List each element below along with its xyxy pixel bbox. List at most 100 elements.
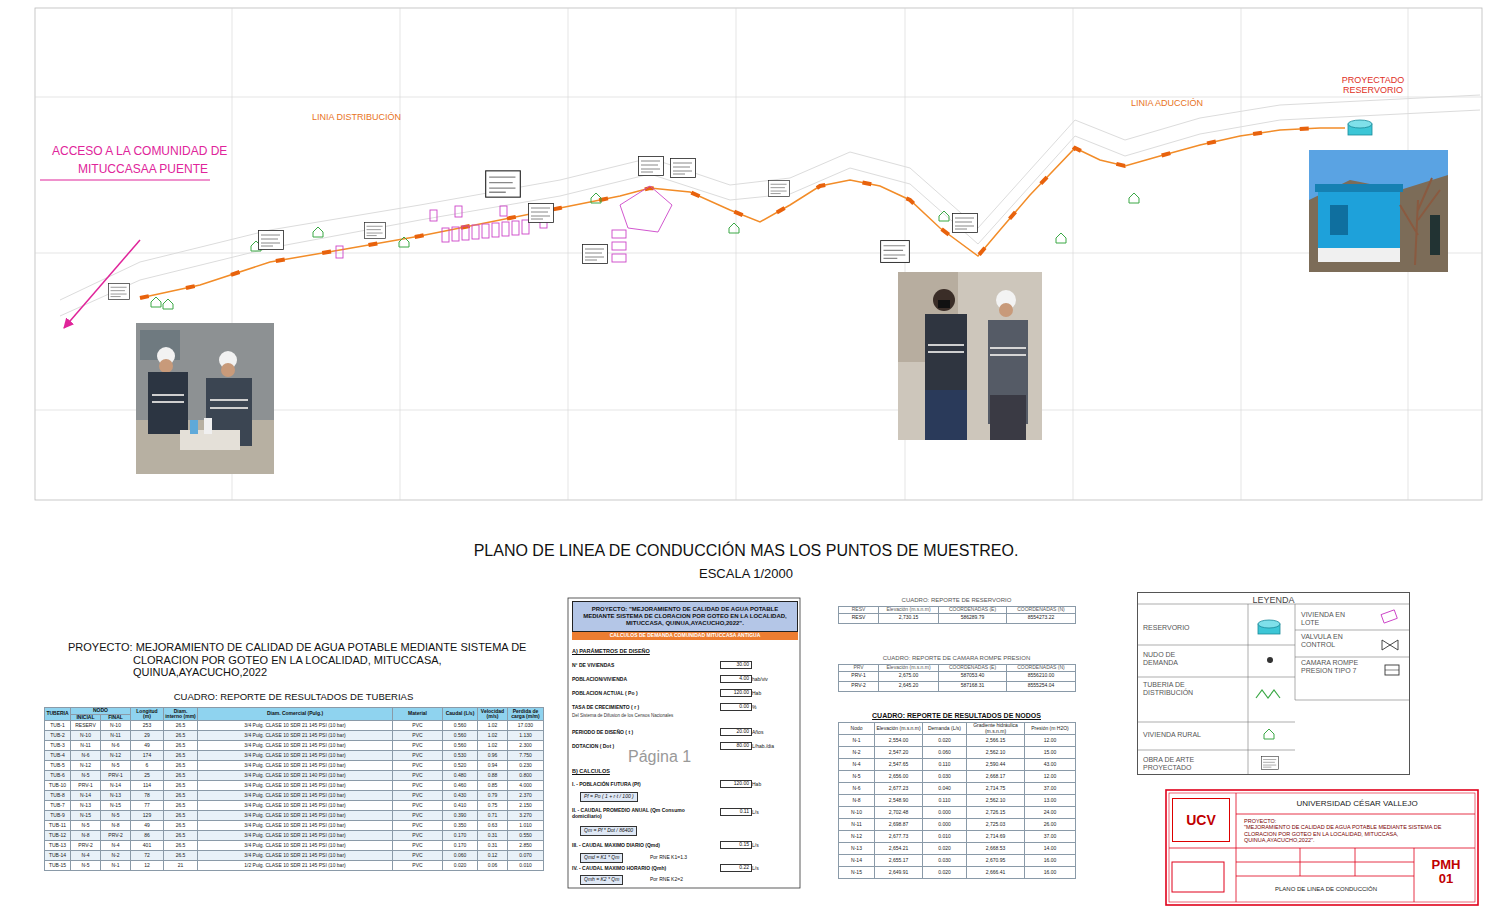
photo-left (148, 372, 188, 434)
calc-sec: A) PARÁMETROS DE DISEÑO (572, 648, 650, 654)
legend-text: OBRA DE ARTE PROYECTADO (1143, 756, 1228, 772)
houses (591, 193, 601, 203)
table-cell: 2,702.48 (875, 807, 923, 819)
header-cell: Gradiente hidráulica (m.s.n.m) (967, 723, 1025, 735)
table-cell: 253 (131, 721, 164, 731)
header-cell: Material (393, 708, 443, 721)
table-row: N-62,677.230.0402,714.7537.00 (839, 783, 1076, 795)
table-cell: 3/4 Pulg. CLASE 10 SDR 21 145 PSI (10 ba… (198, 811, 393, 821)
table-cell: 0.430 (443, 791, 478, 801)
houses (939, 211, 949, 221)
table-cell: 1.02 (478, 741, 508, 751)
node-text: PLANO DE LINEA DE CONDUCCIÓN (1240, 886, 1412, 893)
photo-left (204, 418, 212, 434)
lots (336, 246, 343, 258)
table-cell: N-10 (839, 807, 875, 819)
table-row: PRV-22,645.20587168.318555254.04 (839, 681, 1076, 691)
calc-form: Pf = Po ( 1 + r·t / 100 ) (580, 792, 638, 802)
table-cell: 2,547.65 (875, 759, 923, 771)
photo-left (159, 359, 173, 373)
reservoir-label: PROYECTADO RESERVORIO (1334, 76, 1412, 96)
lots (612, 254, 626, 262)
table-row: N-132,654.210.0202,668.5314.00 (839, 843, 1076, 855)
header-cell: Diam. Comercial (Pulg.) (198, 708, 393, 721)
header-cell: Elevación (m.s.n.m) (875, 723, 923, 735)
table-cell: 0.800 (508, 771, 544, 781)
table-cell: 43.00 (1025, 759, 1076, 771)
table-cell: 3/4 Pulg. CLASE 10 SDR 21 145 PSI (10 ba… (198, 751, 393, 761)
photo-right (1330, 205, 1348, 235)
table-cell: 0.71 (478, 811, 508, 821)
table-row: N-82,548.900.1102,562.1013.00 (839, 795, 1076, 807)
table-cell: 2,590.44 (967, 759, 1025, 771)
table-cell: TUB-14 (45, 851, 71, 861)
table-cell: 0.31 (478, 831, 508, 841)
legend-box: LEYENDARESERVORIONUDO DE DEMANDATUBERIA … (1137, 592, 1410, 775)
calc-form: Qmh = K2 * Qm (580, 875, 623, 885)
project-statement: PROYECTO: MEJORAMIENTO DE CALIDAD DE AGU… (68, 641, 563, 679)
calc-lab: II. - CAUDAL PROMEDIO ANUAL (Qm Consumo … (572, 808, 712, 820)
photo-middle (990, 395, 1026, 440)
table-cell: 26.5 (164, 731, 198, 741)
table-cell: TUB-8 (45, 791, 71, 801)
node-text: PMH 01 (1424, 858, 1468, 887)
table-cell: PVC (393, 841, 443, 851)
photo-right (1309, 150, 1448, 272)
calc-form: Qmd = K1 * Qm (580, 853, 623, 863)
table-cell: 2,649.91 (875, 867, 923, 879)
table-cell: 0.410 (443, 801, 478, 811)
table-cell: 2,730.15 (879, 613, 939, 623)
calc-form: Qm = Pf * Dot / 86400 (580, 826, 637, 836)
photo-left (210, 400, 248, 408)
photo-right (1309, 175, 1448, 272)
table-cell: 3.270 (508, 811, 544, 821)
calc-val: 120.00 (720, 689, 752, 697)
pipeline (140, 128, 1345, 298)
calc-val: 4.00 (720, 675, 752, 683)
calc-unit: % (752, 705, 756, 711)
table-cell: N-4 (101, 841, 131, 851)
table-cell: 2,725.03 (967, 819, 1025, 831)
table-cell: 26.5 (164, 771, 198, 781)
table-cell: 2,677.23 (875, 783, 923, 795)
table-cell: 3/4 Pulg. CLASE 10 SDR 21 145 PSI (10 ba… (198, 791, 393, 801)
table-cell: 0.85 (478, 781, 508, 791)
photo-left (136, 323, 274, 474)
table-cell: 0.560 (443, 731, 478, 741)
table-row: TUB-9N-15N-512926.53/4 Pulg. CLASE 10 SD… (45, 811, 544, 821)
table-cell: 12.00 (1025, 771, 1076, 783)
table-cell: 2,645.20 (879, 681, 939, 691)
title-block-frame (1172, 862, 1224, 892)
table-row: N-12,554.000.0202,566.1512.00 (839, 735, 1076, 747)
table-cell: 3/4 Pulg. CLASE 10 SDR 21 145 PSI (10 ba… (198, 831, 393, 841)
table-cell: TUB-7 (45, 801, 71, 811)
watermark: Página 1 (628, 748, 691, 766)
node-text: LEYENDA (1138, 595, 1409, 605)
table-cell: 0.110 (923, 759, 967, 771)
table-cell: N-13 (71, 801, 101, 811)
table-cell: 2,547.20 (875, 747, 923, 759)
data-table: PRVElevación (m.s.n.m)COORDENADAS (E)COO… (838, 664, 1076, 692)
header-cell: Velocidad (m/s) (478, 708, 508, 721)
table-cell: 0.230 (508, 761, 544, 771)
table-row: TUB-2N-10N-112926.53/4 Pulg. CLASE 10 SD… (45, 731, 544, 741)
table-cell: PVC (393, 761, 443, 771)
table-title: CUADRO: REPORTE DE RESULTADOS DE TUBERIA… (44, 692, 543, 703)
header-cell: Caudal (L/s) (443, 708, 478, 721)
table-cell: PRV-1 (101, 771, 131, 781)
table-cell: TUB-3 (45, 741, 71, 751)
table-cell: 2.850 (508, 841, 544, 851)
table-cell: 37.00 (1025, 783, 1076, 795)
table-row: N-142,655.170.0302,670.9516.00 (839, 855, 1076, 867)
pipeline (140, 128, 1345, 298)
table-cell: 15.00 (1025, 747, 1076, 759)
table-cell: 26.5 (164, 761, 198, 771)
data-table: NodoElevación (m.s.n.m)Demanda (L/s)Grad… (838, 722, 1076, 879)
calc-val: 0.00 (720, 703, 752, 711)
lots (500, 206, 507, 216)
photo-right (1318, 248, 1400, 262)
table-cell: 3/4 Pulg. CLASE 10 SDR 21 145 PSI (10 ba… (198, 821, 393, 831)
table-cell: 0.480 (443, 771, 478, 781)
calc-val: 20.00 (720, 728, 752, 736)
table-cell: 0.390 (443, 811, 478, 821)
